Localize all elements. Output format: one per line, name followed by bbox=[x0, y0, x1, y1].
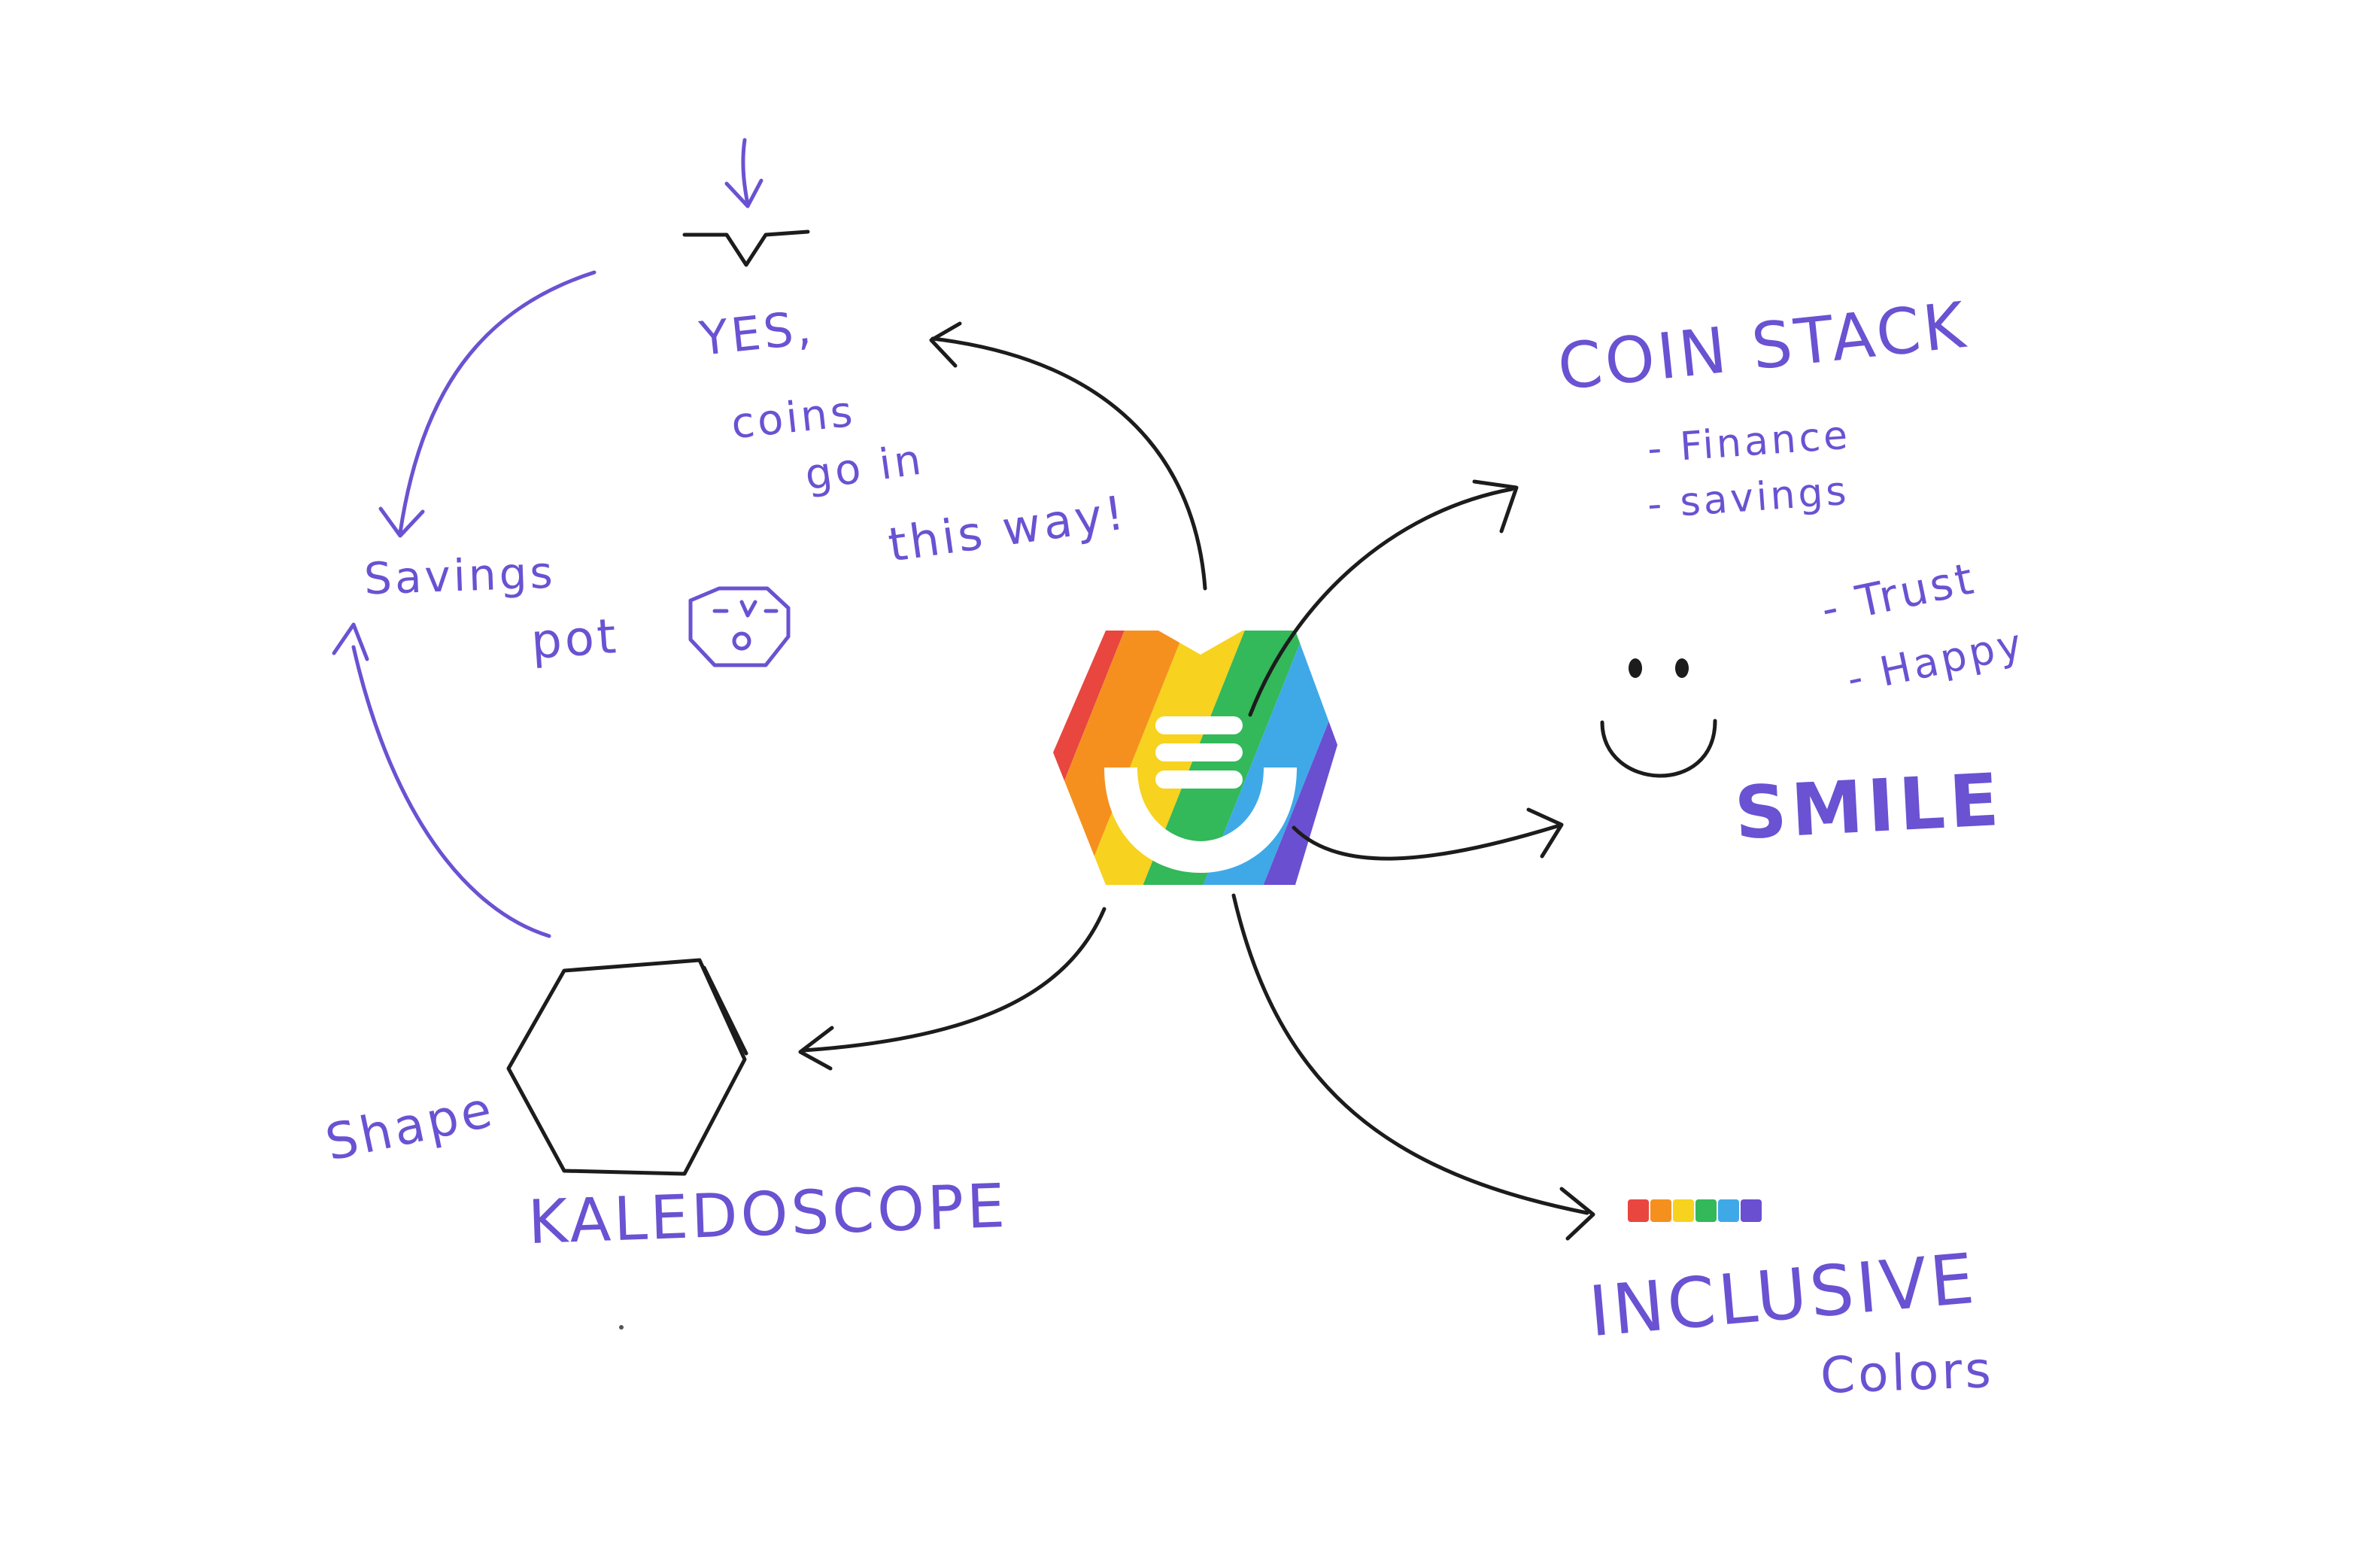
coins-note-line1: coins bbox=[729, 387, 858, 449]
connector-to-inclusive-arrow bbox=[1231, 893, 1595, 1241]
loop-arrow-from-shape bbox=[332, 622, 551, 938]
savings-note: Savings bbox=[363, 546, 557, 605]
connector-to-smile-arrow bbox=[1292, 807, 1564, 861]
smiley-face-icon bbox=[1600, 658, 1717, 778]
savings-pot-face-icon bbox=[688, 586, 791, 667]
pot-note: pot bbox=[529, 609, 621, 670]
kaleidoscope-title: KALEDOSCOPE bbox=[527, 1170, 1009, 1258]
stray-dot bbox=[619, 1325, 624, 1330]
coin-slot-mark-icon bbox=[682, 229, 810, 267]
rainbow-hexagon-logo-icon bbox=[1053, 631, 1337, 885]
connector-to-coin-stack-arrow bbox=[1248, 479, 1519, 717]
rainbow-swatch-icon bbox=[1628, 1199, 1762, 1222]
top-down-arrow-icon bbox=[724, 138, 763, 208]
loop-arrow-to-savings bbox=[378, 270, 597, 538]
yes-note: YES, bbox=[697, 299, 817, 366]
hexagon-outline-icon bbox=[506, 958, 748, 1176]
connector-to-shape-arrow bbox=[798, 907, 1107, 1071]
smile-title: SMILE bbox=[1732, 757, 2005, 856]
connector-to-yes-arrow bbox=[929, 321, 1207, 591]
colors-note: Colors bbox=[1819, 1340, 1995, 1406]
